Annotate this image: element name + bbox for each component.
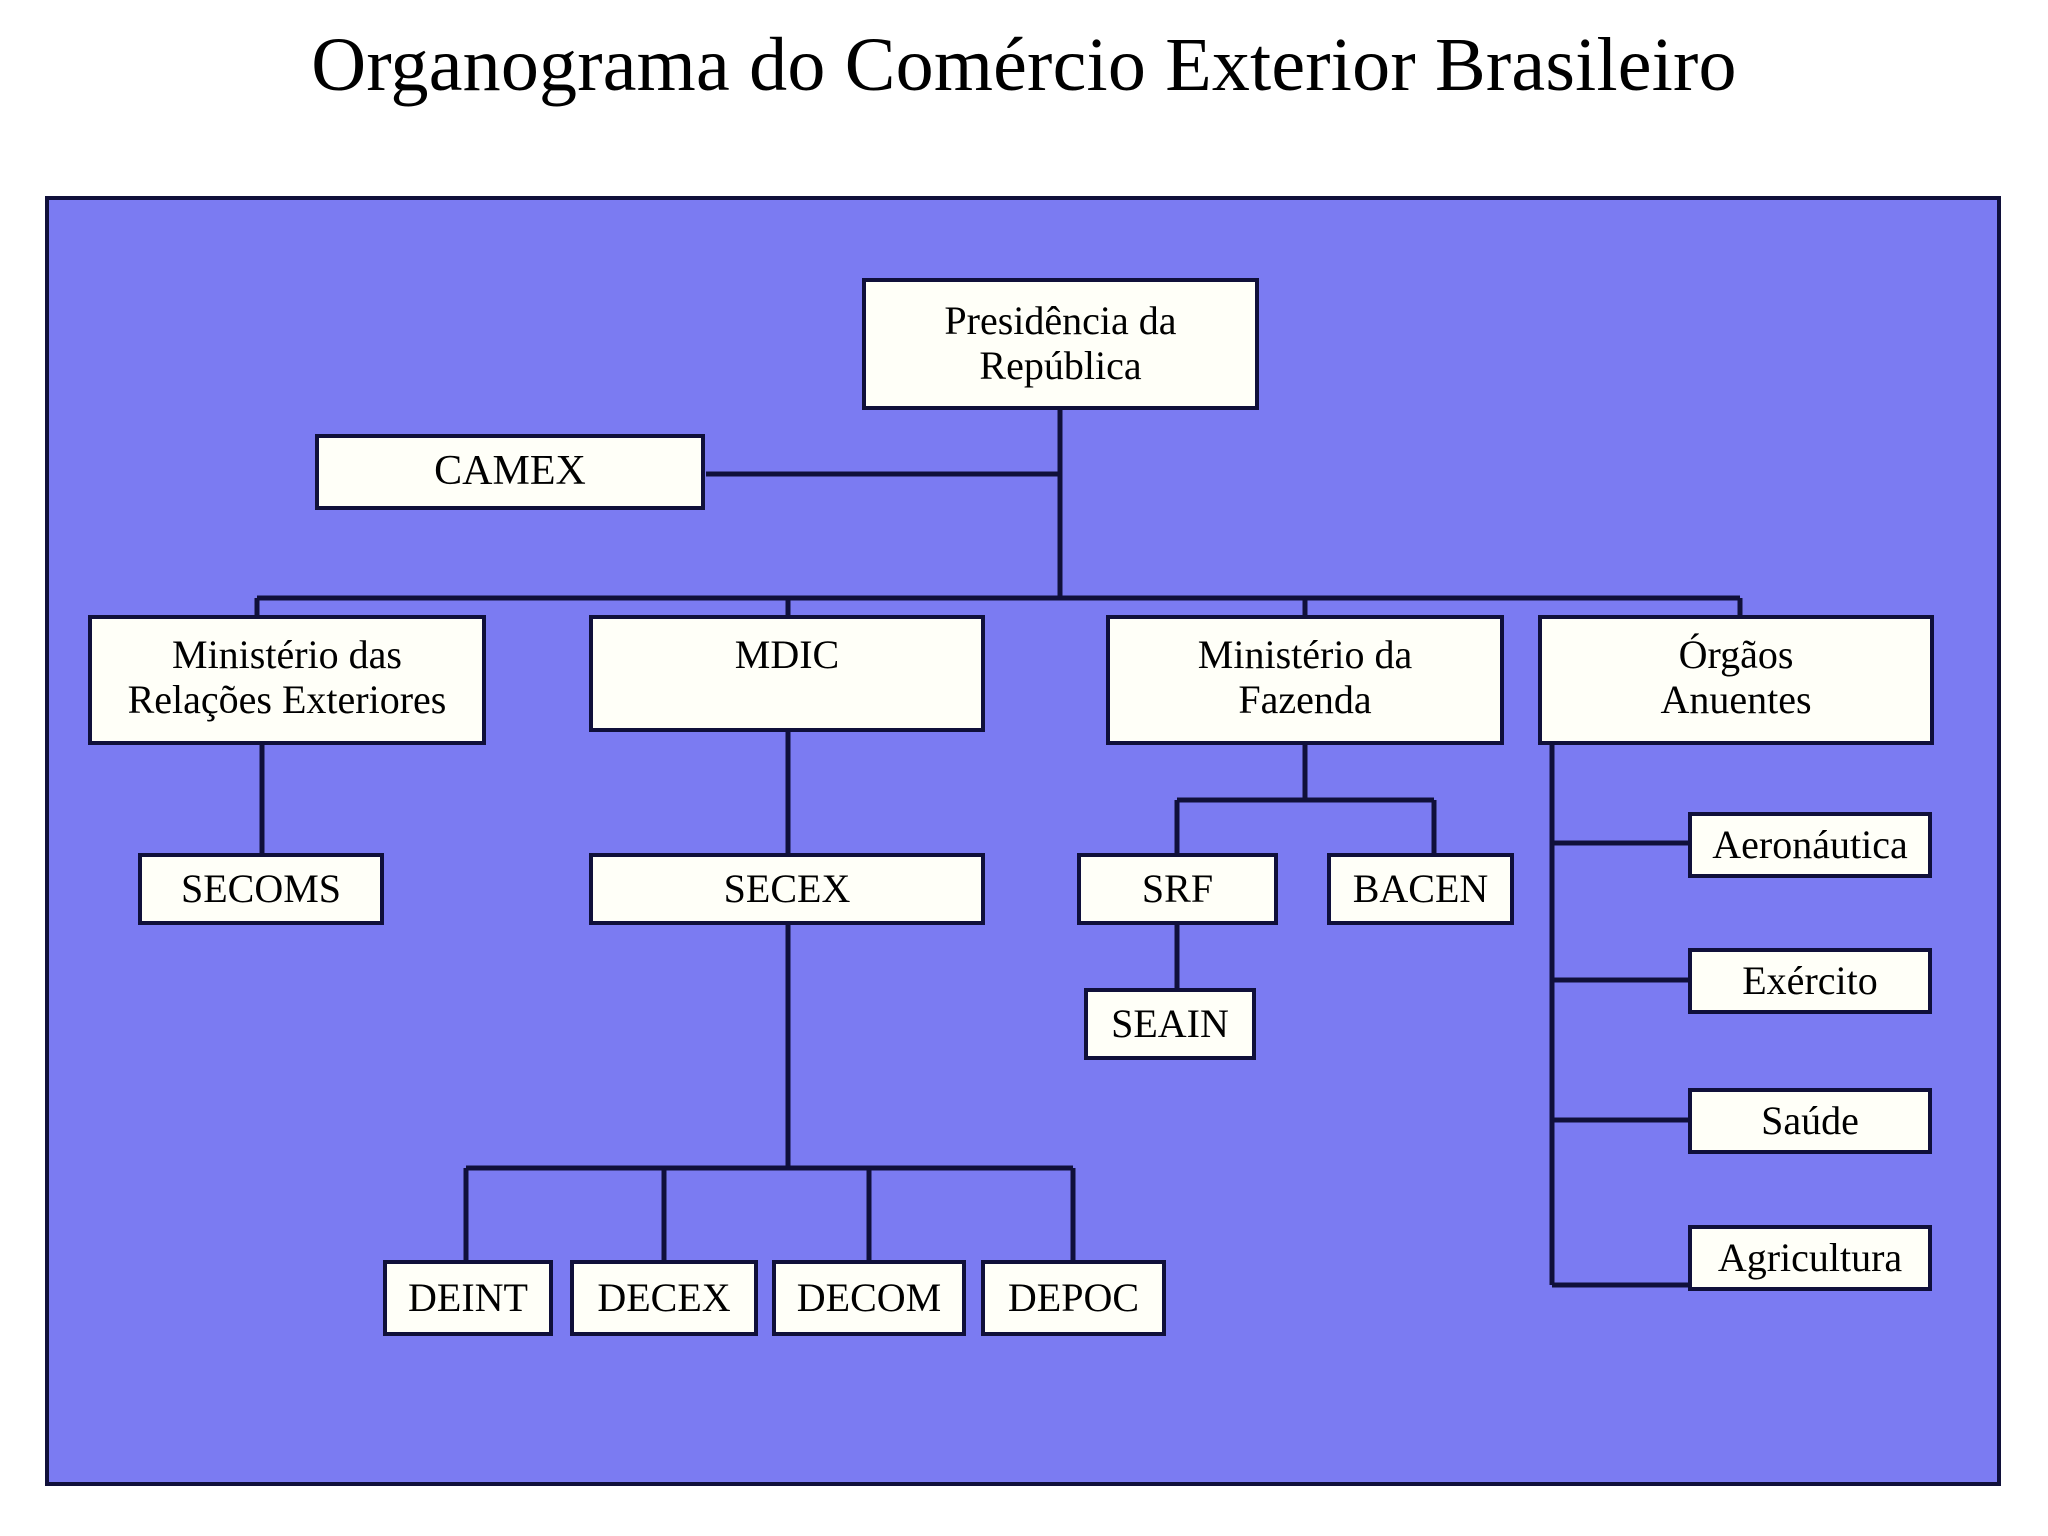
node-secex[interactable]: SECEX [589, 853, 985, 925]
node-mdic-label: MDIC [734, 632, 840, 677]
node-mre-line2: Relações Exteriores [127, 676, 447, 722]
node-depoc[interactable]: DEPOC [981, 1260, 1166, 1336]
node-agricultura-label: Agricultura [1717, 1234, 1903, 1280]
node-secex-label: SECEX [723, 865, 851, 911]
node-mre-line1: Ministério das [172, 632, 402, 677]
node-bacen[interactable]: BACEN [1327, 853, 1514, 925]
node-srf-label: SRF [1141, 865, 1214, 911]
node-presidencia[interactable]: Presidência da República [862, 278, 1259, 410]
node-saude[interactable]: Saúde [1688, 1088, 1932, 1154]
node-bacen-label: BACEN [1352, 865, 1489, 911]
node-ministerio-relacoes-exteriores[interactable]: Ministério das Relações Exteriores [88, 615, 486, 745]
node-decom-label: DECOM [796, 1274, 942, 1320]
node-decom[interactable]: DECOM [772, 1260, 966, 1336]
node-orgaos-anuentes[interactable]: Órgãos Anuentes [1538, 615, 1934, 745]
node-fazenda-line2: Fazenda [1238, 676, 1372, 722]
node-ministerio-fazenda[interactable]: Ministério da Fazenda [1106, 615, 1504, 745]
node-depoc-label: DEPOC [1007, 1274, 1140, 1320]
node-orgaos-line1: Órgãos [1678, 632, 1794, 677]
node-secoms[interactable]: SECOMS [138, 853, 384, 925]
node-presidencia-line1: Presidência da [944, 298, 1177, 344]
node-saude-label: Saúde [1761, 1097, 1859, 1143]
node-presidencia-line2: República [979, 343, 1142, 388]
node-exercito[interactable]: Exército [1688, 948, 1932, 1014]
node-srf[interactable]: SRF [1077, 853, 1278, 925]
node-deint[interactable]: DEINT [383, 1260, 553, 1336]
node-decex-label: DECEX [597, 1274, 731, 1320]
node-camex-label: CAMEX [434, 448, 586, 495]
node-mdic[interactable]: MDIC [589, 615, 985, 732]
node-agricultura[interactable]: Agricultura [1688, 1225, 1932, 1291]
node-fazenda-line1: Ministério da [1197, 632, 1413, 677]
node-orgaos-line2: Anuentes [1660, 676, 1812, 722]
page-title: Organograma do Comércio Exterior Brasile… [311, 23, 1737, 107]
node-aeronautica[interactable]: Aeronáutica [1688, 812, 1932, 878]
node-deint-label: DEINT [408, 1274, 528, 1320]
node-decex[interactable]: DECEX [570, 1260, 758, 1336]
node-seain[interactable]: SEAIN [1084, 988, 1256, 1060]
node-seain-label: SEAIN [1111, 1000, 1229, 1046]
node-secoms-label: SECOMS [180, 865, 342, 911]
node-aeronautica-label: Aeronáutica [1712, 821, 1908, 867]
node-camex[interactable]: CAMEX [315, 434, 705, 510]
node-exercito-label: Exército [1742, 957, 1878, 1003]
